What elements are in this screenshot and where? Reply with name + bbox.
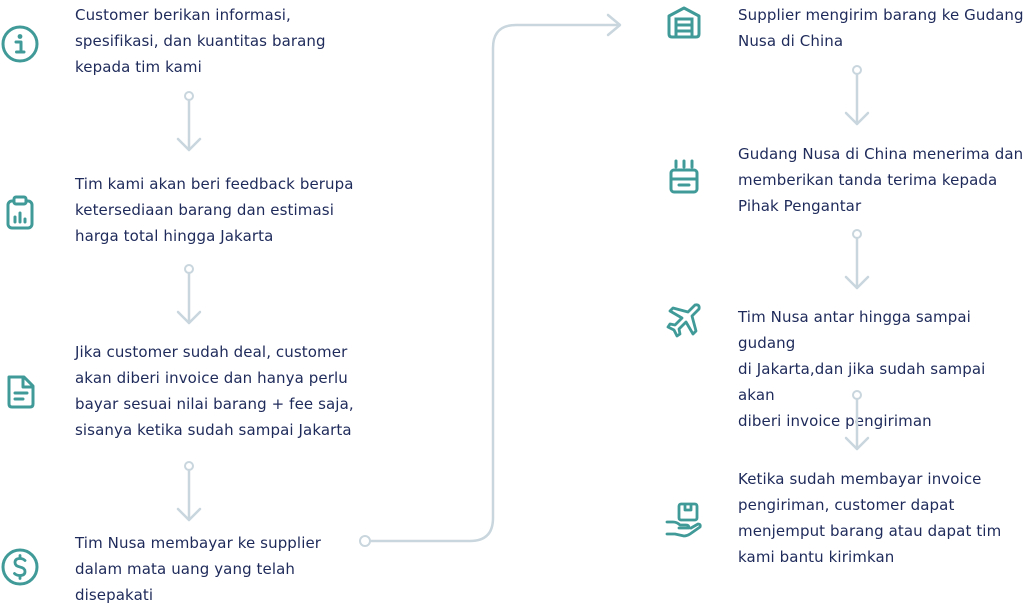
arrow-down (174, 460, 204, 526)
step-8-text: Ketika sudah membayar invoice pengiriman… (738, 470, 1002, 566)
clipboard-chart-icon (0, 192, 40, 232)
airplane-icon (664, 300, 704, 340)
step-3-text: Jika customer sudah deal, customer akan … (75, 343, 354, 439)
arrow-down (842, 228, 872, 294)
step-1-text: Customer berikan informasi, spesifikasi,… (75, 6, 326, 76)
hand-box-icon (664, 500, 704, 540)
receipt-icon (664, 156, 704, 196)
document-icon (0, 371, 40, 411)
step-4-text: Tim Nusa membayar ke supplier dalam mata… (75, 534, 322, 604)
step-2-text: Tim kami akan beri feedback berupa keter… (75, 175, 354, 245)
arrow-down (842, 389, 872, 455)
step-7-text: Tim Nusa antar hingga sampai gudang di J… (738, 308, 986, 430)
warehouse-icon (664, 2, 704, 42)
step-6-text: Gudang Nusa di China menerima dan member… (738, 145, 1024, 215)
info-icon (0, 24, 40, 64)
step-5-text: Supplier mengirim barang ke Gudang Nusa … (738, 6, 1024, 50)
arrow-down (174, 263, 204, 329)
arrow-down (842, 64, 872, 130)
arrow-down (174, 90, 204, 156)
dollar-icon (0, 547, 40, 587)
